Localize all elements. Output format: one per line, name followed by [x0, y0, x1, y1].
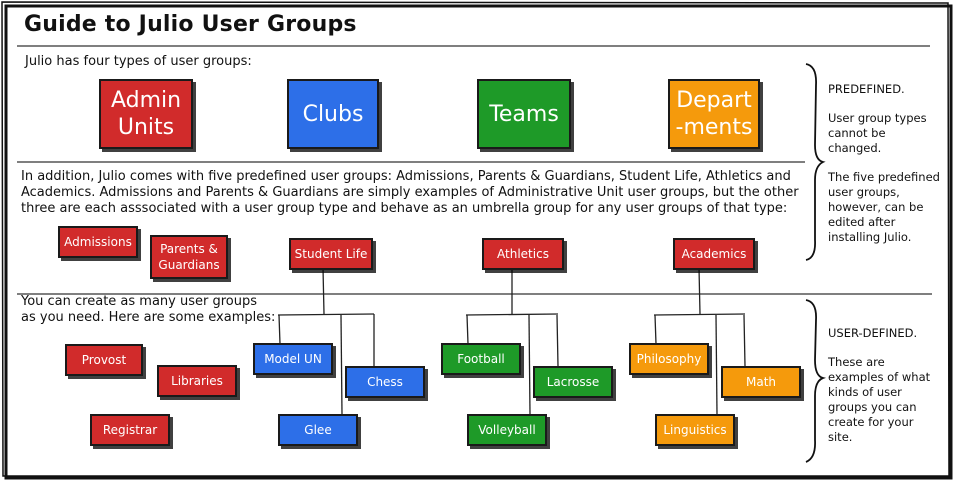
- teams-box: Teams: [477, 79, 571, 149]
- philosophy-box: Philosophy: [629, 343, 709, 375]
- football-box: Football: [441, 343, 521, 375]
- student-life-tree: [277, 267, 375, 415]
- create-line-2: as you need. Here are some examples:: [21, 310, 276, 325]
- parents-guardians-box: Parents & Guardians: [150, 235, 228, 279]
- admin-units-box: Admin Units: [99, 79, 193, 149]
- model-un-box: Model UN: [253, 343, 333, 375]
- intro-text: Julio has four types of user groups:: [25, 54, 252, 69]
- frame-shadow: [4, 4, 953, 480]
- create-text: You can create as many user groups as yo…: [21, 294, 275, 326]
- predefined-heading: PREDEFINED.: [828, 82, 905, 96]
- registrar-box: Registrar: [90, 414, 170, 446]
- predefined-line-2: Academics. Admissions and Parents & Guar…: [21, 185, 799, 200]
- user-defined-note-1: These are examples of what kinds of user…: [828, 355, 931, 444]
- lacrosse-box: Lacrosse: [533, 366, 613, 398]
- predefined-note-2: The five predefined user groups, however…: [828, 170, 940, 244]
- volleyball-box: Volleyball: [467, 414, 547, 446]
- predefined-line-3: three are each asssociated with a user g…: [21, 201, 788, 216]
- math-box: Math: [721, 366, 801, 398]
- page-title: Guide to Julio User Groups: [24, 12, 357, 37]
- athletics-tree: [465, 268, 559, 415]
- provost-box: Provost: [65, 344, 143, 376]
- student-life-box: Student Life: [289, 238, 373, 270]
- clubs-box: Clubs: [287, 79, 379, 149]
- predefined-brace: [805, 63, 826, 261]
- academics-tree: [653, 267, 746, 415]
- user-defined-heading: USER-DEFINED.: [828, 326, 918, 340]
- glee-box: Glee: [278, 414, 358, 446]
- admissions-box: Admissions: [58, 226, 138, 258]
- create-line-1: You can create as many user groups: [21, 294, 258, 309]
- linguistics-box: Linguistics: [655, 414, 735, 446]
- departments-box: Depart -ments: [668, 79, 760, 149]
- academics-box: Academics: [673, 238, 755, 270]
- predefined-note: PREDEFINED. User group types cannot be c…: [828, 82, 940, 259]
- predefined-paragraph: In addition, Julio comes with five prede…: [21, 169, 801, 217]
- libraries-box: Libraries: [157, 365, 237, 397]
- user-defined-note: USER-DEFINED. These are examples of what…: [828, 326, 940, 459]
- user-defined-brace: [805, 299, 827, 463]
- chess-box: Chess: [345, 366, 425, 398]
- predefined-line-1: In addition, Julio comes with five prede…: [21, 169, 791, 184]
- predefined-note-1: User group types cannot be changed.: [828, 111, 927, 155]
- athletics-box: Athletics: [482, 238, 564, 270]
